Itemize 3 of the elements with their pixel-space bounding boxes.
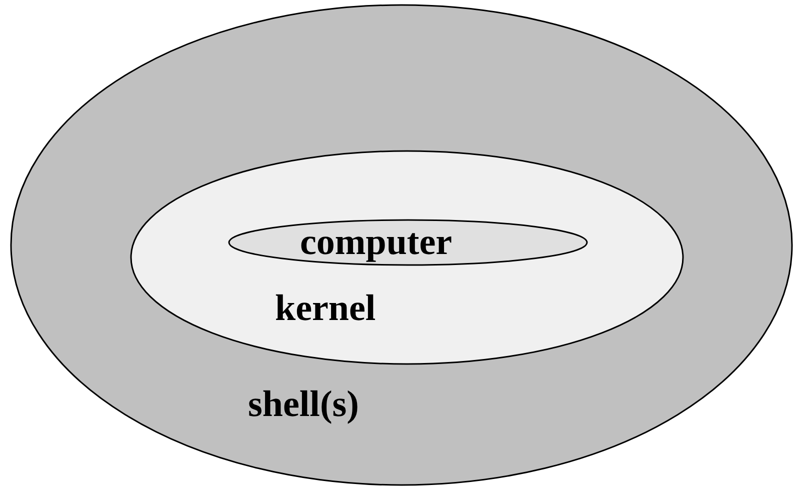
layer-label: computer bbox=[300, 224, 452, 261]
layer-label: kernel bbox=[275, 290, 376, 327]
layer-label: shell(s) bbox=[248, 386, 359, 423]
